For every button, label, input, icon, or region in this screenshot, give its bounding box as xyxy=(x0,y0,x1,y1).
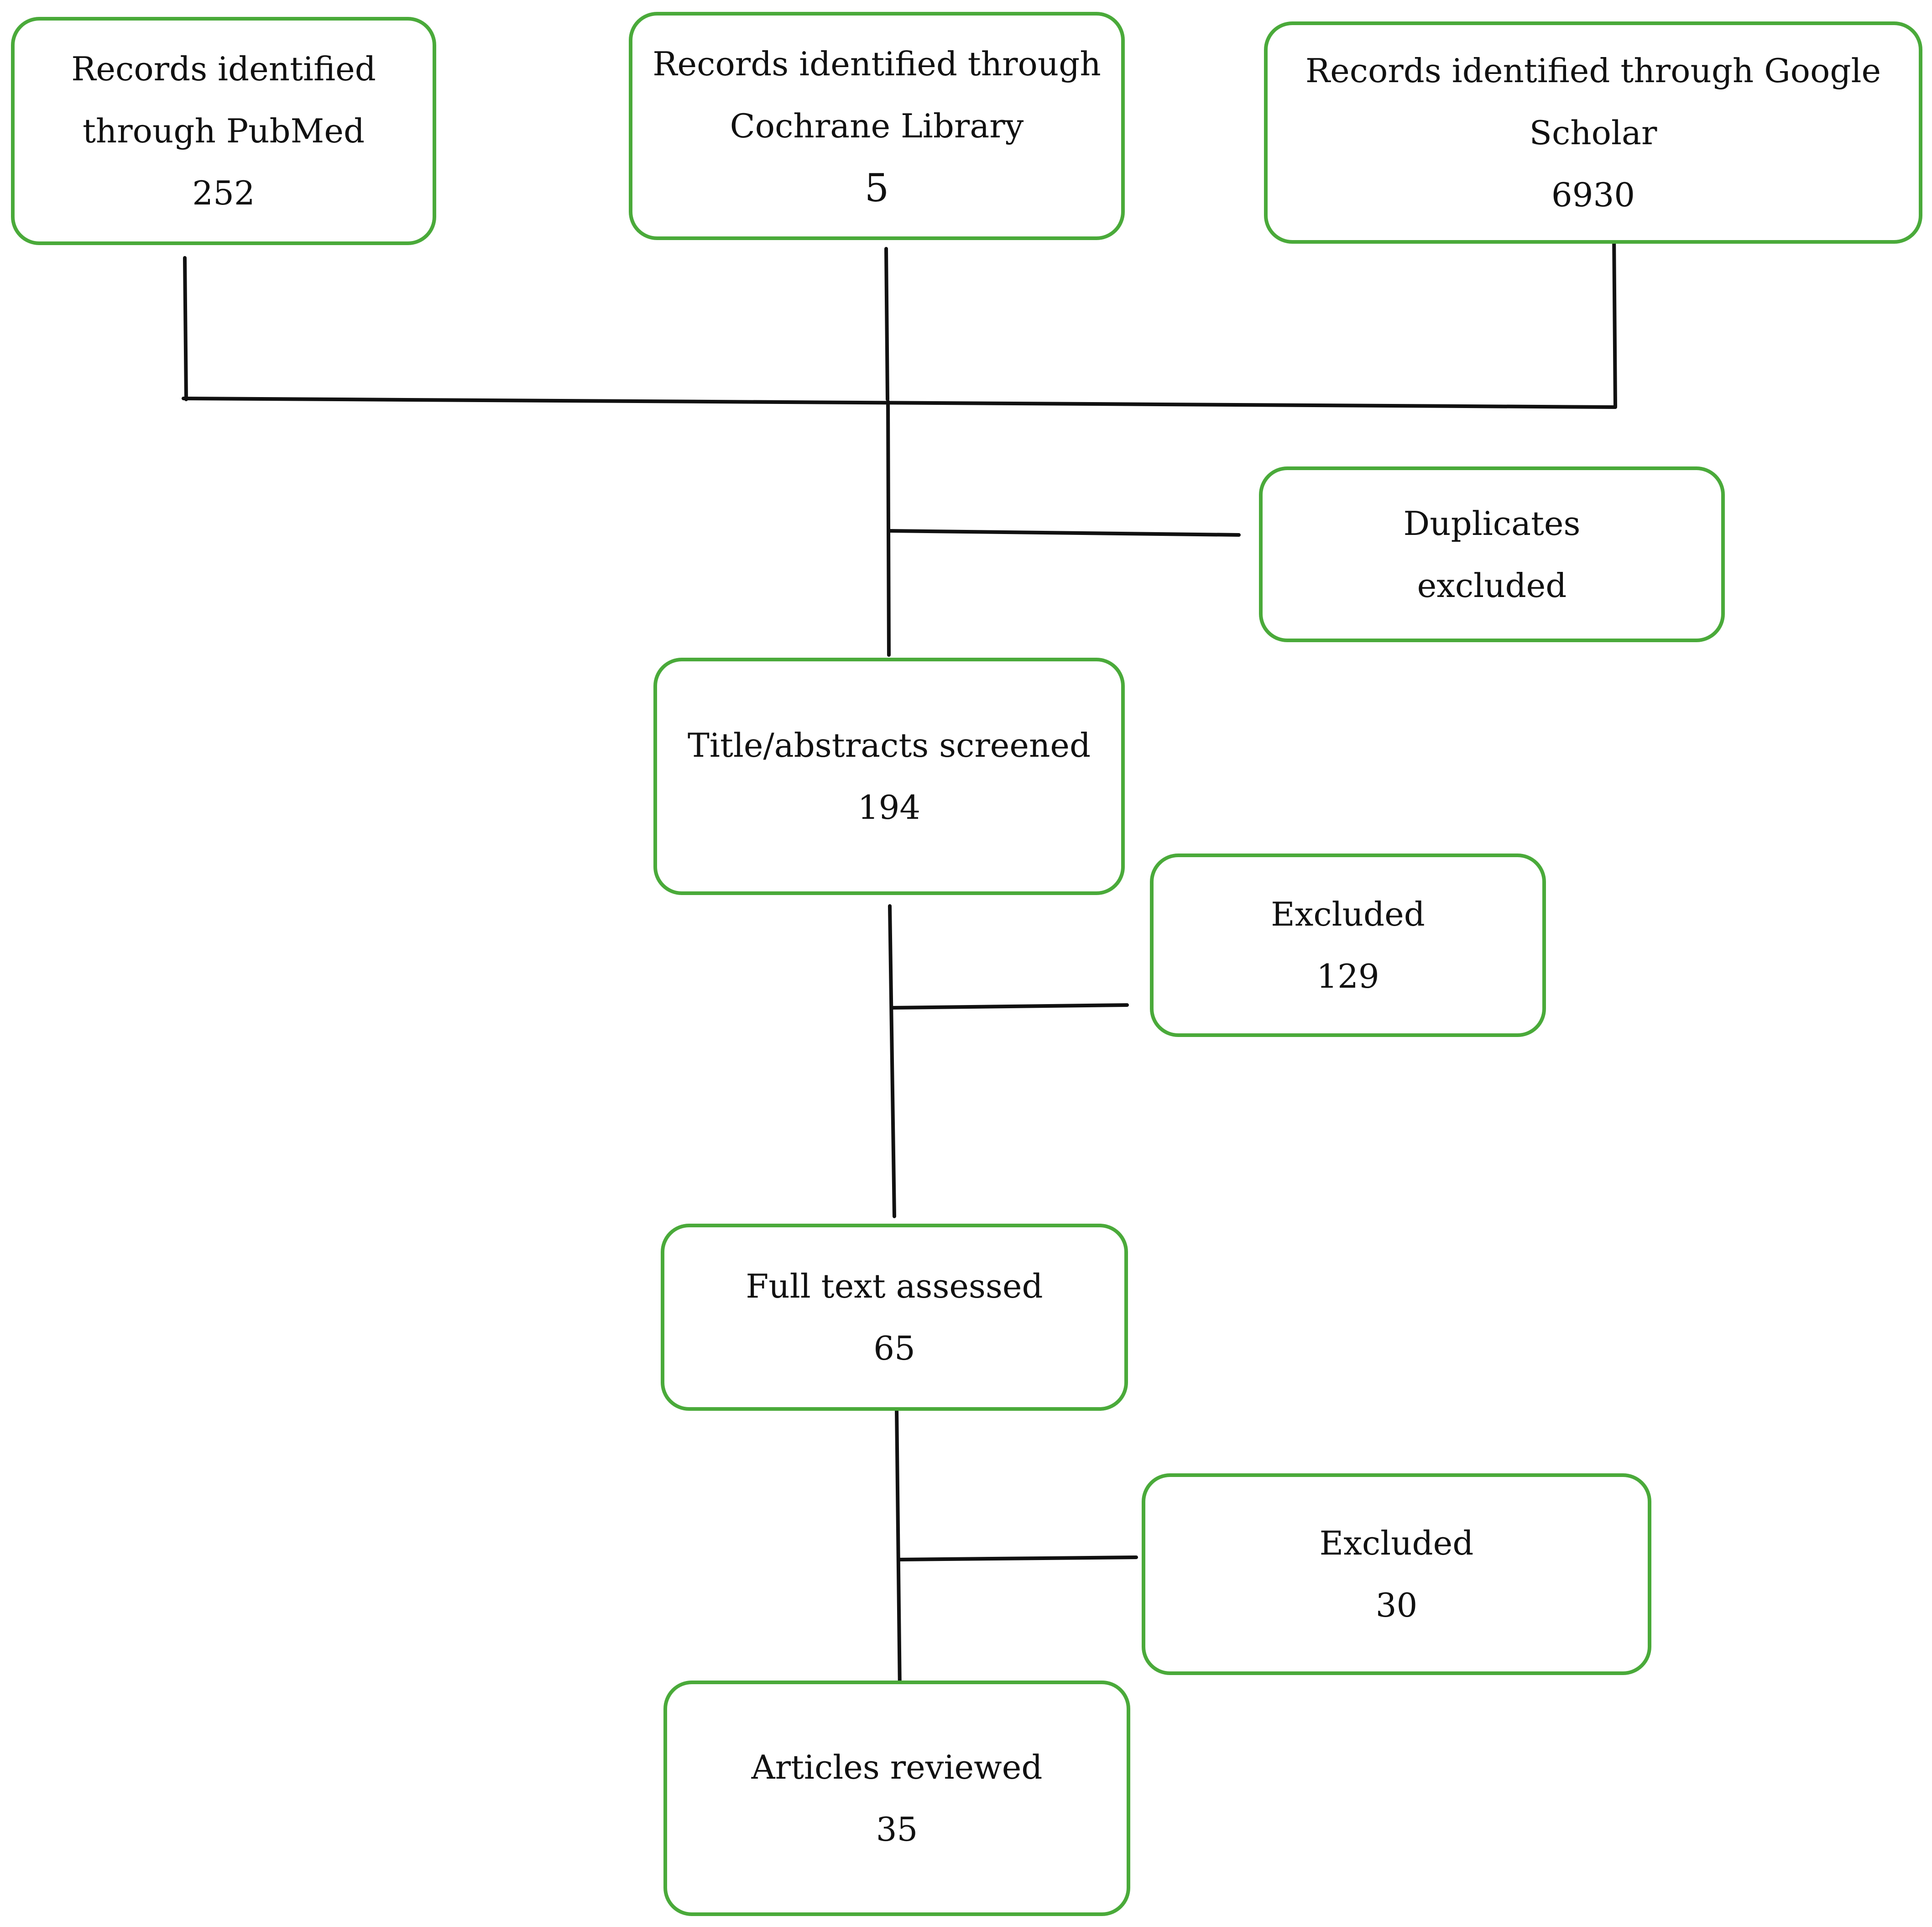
duplicates-label-line1: Duplicates xyxy=(1403,504,1581,543)
articles-reviewed-count: 35 xyxy=(876,1810,918,1848)
connector-cochrane xyxy=(884,247,889,401)
full-text-label: Full text assessed xyxy=(746,1267,1043,1305)
excluded-screening-label: Excluded xyxy=(1271,895,1425,933)
connector-fulltext-down xyxy=(895,1406,902,1693)
screened-box: Title/abstracts screened 194 xyxy=(653,658,1125,895)
pubmed-box: Records identified through PubMed 252 xyxy=(11,17,436,245)
articles-reviewed-label: Articles reviewed xyxy=(751,1748,1043,1786)
excluded-full-text-box: Excluded 30 xyxy=(1142,1473,1651,1675)
articles-reviewed-box: Articles reviewed 35 xyxy=(663,1681,1130,1916)
connector-merge-down xyxy=(886,400,891,657)
screened-count: 194 xyxy=(857,788,921,827)
cochrane-label-line2: Cochrane Library xyxy=(730,107,1024,145)
pubmed-label-line1: Records identified xyxy=(71,50,376,88)
full-text-count: 65 xyxy=(873,1329,915,1367)
connector-scholar xyxy=(1612,231,1617,408)
connector-duplicates xyxy=(887,529,1241,537)
connector-pubmed xyxy=(183,256,188,401)
connector-excluded-30 xyxy=(897,1555,1138,1561)
google-scholar-count: 6930 xyxy=(1551,175,1635,214)
excluded-screening-count: 129 xyxy=(1316,957,1379,995)
pubmed-count: 252 xyxy=(192,174,255,212)
pubmed-label-line2: through PubMed xyxy=(82,112,365,150)
duplicates-box: Duplicates excluded xyxy=(1259,466,1725,642)
google-scholar-label-line1: Records identified through Google xyxy=(1305,51,1881,90)
excluded-screening-box: Excluded 129 xyxy=(1150,854,1546,1037)
excluded-full-text-label: Excluded xyxy=(1319,1524,1474,1562)
google-scholar-label-line2: Scholar xyxy=(1529,113,1657,152)
google-scholar-box: Records identified through Google Schola… xyxy=(1264,21,1922,244)
cochrane-label-line1: Records identified through xyxy=(653,45,1101,83)
cochrane-box: Records identified through Cochrane Libr… xyxy=(629,12,1125,240)
full-text-box: Full text assessed 65 xyxy=(661,1224,1128,1411)
screened-label: Title/abstracts screened xyxy=(687,726,1091,765)
duplicates-label-line2: excluded xyxy=(1417,566,1567,605)
excluded-full-text-count: 30 xyxy=(1375,1586,1418,1624)
connector-screened-down xyxy=(888,904,896,1218)
connector-merge xyxy=(182,397,1617,409)
connector-excluded-129 xyxy=(890,1003,1129,1010)
cochrane-count: 5 xyxy=(864,166,889,210)
